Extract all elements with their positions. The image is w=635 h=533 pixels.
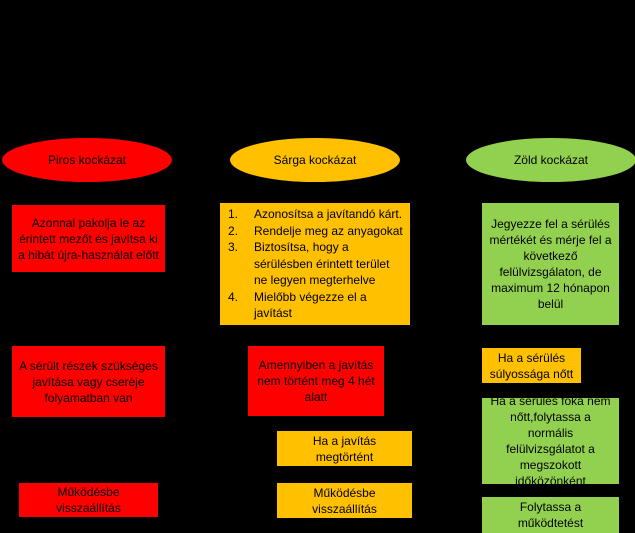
yellow-steps-list: 1. Azonosítsa a javítandó kárt. 2. Rende…: [228, 206, 404, 322]
red-box-text: Működésbe visszaállítás: [56, 485, 121, 515]
step-number: 1.: [228, 207, 239, 222]
yellow-not-repaired-box: Amennyiben a javítás nem történt meg 4 h…: [248, 346, 384, 416]
yellow-box-text: Amennyiben a javítás nem történt meg 4 h…: [257, 358, 375, 404]
yellow-box-text: Működésbe visszaállítás: [312, 485, 377, 516]
green-box-text: Folytassa a működtetést: [517, 500, 584, 530]
red-immediate-action-box: Azonnal pakolja le az érintett mezőt és …: [12, 205, 165, 272]
green-box-text: Jegyezze fel a sérülés mértékét és mérje…: [489, 217, 612, 311]
green-risk-header: Zöld kockázat: [466, 138, 635, 182]
yellow-risk-title: Sárga kockázat: [273, 153, 357, 167]
step-number: 2.: [228, 223, 239, 238]
green-record-damage-box: Jegyezze fel a sérülés mértékét és mérje…: [482, 203, 619, 325]
step-text: Rendelje meg az anyagokat: [254, 223, 403, 238]
green-severity-increased-box: Ha a sérülés súlyossága nőtt: [482, 348, 581, 383]
step-text: Azonosítsa a javítandó kárt.: [254, 207, 403, 222]
yellow-restore-operation-box: Működésbe visszaállítás: [277, 483, 412, 518]
red-box-text: A sérült részek szükséges javítása vagy …: [19, 358, 158, 405]
list-item: 4. Mielőbb végezze el a javítást: [228, 289, 404, 322]
green-box-text: Ha a sérülés súlyossága nőtt: [489, 350, 574, 381]
yellow-steps-box: 1. Azonosítsa a javítandó kárt. 2. Rende…: [220, 203, 410, 325]
green-continue-operation-box: Folytassa a működtetést: [482, 497, 619, 533]
red-repair-in-progress-box: A sérült részek szükséges javítása vagy …: [12, 346, 165, 417]
yellow-box-text: Ha a javítás megtörtént: [312, 433, 377, 464]
red-risk-title: Piros kockázat: [47, 153, 127, 167]
green-risk-title: Zöld kockázat: [513, 153, 589, 167]
list-item: 3. Biztosítsa, hogy a sérülésben érintet…: [228, 239, 404, 289]
step-text: Biztosítsa, hogy a sérülésben érintett t…: [254, 240, 390, 288]
green-box-text: Ha a sérülés foka nem nőtt,folytassa a n…: [490, 394, 611, 488]
step-number: 4.: [228, 289, 239, 304]
yellow-repaired-box: Ha a javítás megtörtént: [277, 431, 412, 466]
green-not-increased-box: Ha a sérülés foka nem nőtt,folytassa a n…: [482, 394, 619, 488]
red-box-text: Azonnal pakolja le az érintett mezőt és …: [18, 215, 159, 262]
red-risk-header: Piros kockázat: [2, 138, 172, 182]
step-text: Mielőbb végezze el a javítást: [254, 289, 367, 321]
step-number: 3.: [228, 240, 239, 255]
list-item: 2. Rendelje meg az anyagokat: [228, 223, 404, 240]
list-item: 1. Azonosítsa a javítandó kárt.: [228, 206, 404, 223]
red-restore-operation-box: Működésbe visszaállítás: [19, 483, 158, 517]
yellow-risk-header: Sárga kockázat: [230, 138, 400, 182]
